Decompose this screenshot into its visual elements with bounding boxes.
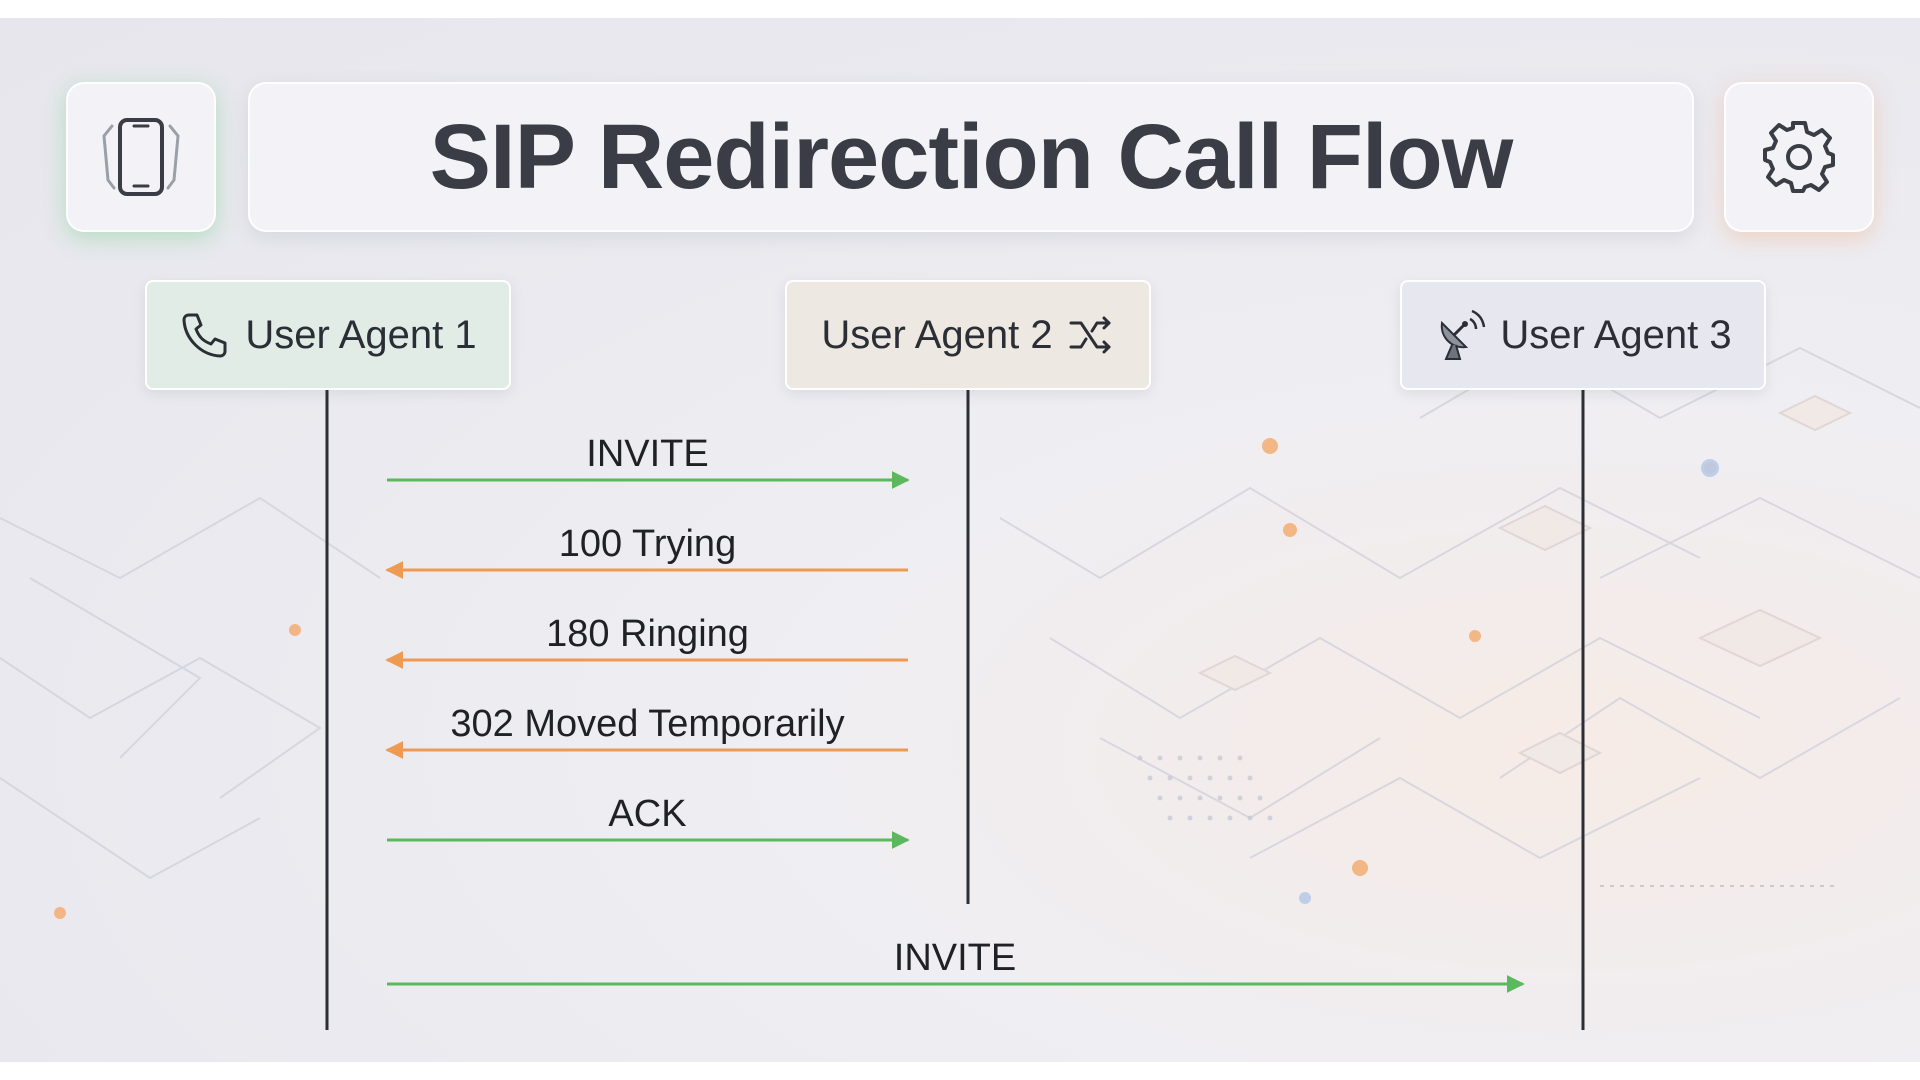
title-bar: SIP Redirection Call Flow xyxy=(248,82,1694,232)
message-label: 100 Trying xyxy=(559,523,736,565)
user-agent-2[interactable]: User Agent 2 xyxy=(785,280,1151,390)
gear-icon xyxy=(1763,121,1835,193)
user-agent-1[interactable]: User Agent 1 xyxy=(145,280,511,390)
message-label: 180 Ringing xyxy=(546,613,749,655)
message-label: INVITE xyxy=(894,937,1016,979)
settings-button[interactable] xyxy=(1724,82,1874,232)
message-label: 302 Moved Temporarily xyxy=(450,703,844,745)
shuffle-icon xyxy=(1069,316,1111,354)
agent-label: User Agent 1 xyxy=(245,312,477,357)
diagram-canvas: SIP Redirection Call Flow User Agent 1 U… xyxy=(0,18,1920,1062)
satellite-dish-icon xyxy=(1441,309,1486,360)
message-label: ACK xyxy=(608,793,686,835)
sequence-diagram: INVITE 100 Trying 180 Ringing 302 Moved Tem… xyxy=(325,390,1585,1030)
agent-label: User Agent 3 xyxy=(1500,312,1732,357)
message-label: INVITE xyxy=(586,433,708,475)
agent-label: User Agent 2 xyxy=(821,312,1053,357)
phone-handset-icon xyxy=(182,313,227,358)
message-2: 100 Trying xyxy=(385,523,908,579)
user-agent-3[interactable]: User Agent 3 xyxy=(1400,280,1766,390)
message-1: INVITE xyxy=(387,433,910,489)
message-3: 180 Ringing xyxy=(385,613,908,669)
phone-tile[interactable] xyxy=(66,82,216,232)
message-5: ACK xyxy=(387,793,910,849)
smartphone-icon xyxy=(102,118,180,196)
message-4: 302 Moved Temporarily xyxy=(385,703,908,759)
message-6: INVITE xyxy=(387,937,1525,993)
page-title: SIP Redirection Call Flow xyxy=(429,105,1514,208)
